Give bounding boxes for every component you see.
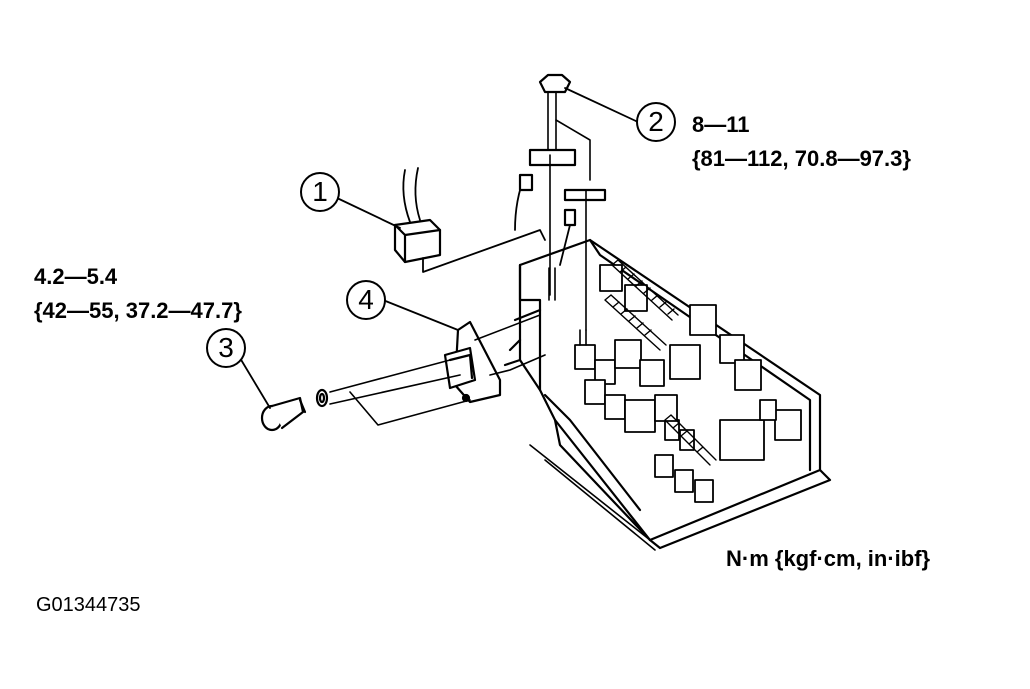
nut-torque-nm: 8—11	[692, 112, 750, 137]
units-legend: N·m {kgf·cm, in·ibf}	[726, 546, 931, 571]
nut-and-bracket	[514, 73, 607, 331]
callout-2: 2	[636, 102, 676, 142]
fuse-strips	[604, 259, 717, 466]
callout-4: 4	[346, 280, 386, 320]
leader-lines	[239, 87, 639, 409]
junction-block	[503, 238, 832, 551]
callout-3: 3	[206, 328, 246, 368]
connector	[393, 167, 546, 273]
figure-code: G01344735	[36, 594, 141, 616]
nut-torque-other-units: {81—112, 70.8—97.3}	[692, 146, 911, 171]
bolt-and-washer	[260, 359, 471, 432]
callout-1: 1	[300, 172, 340, 212]
bracket	[443, 314, 546, 404]
bolt-torque-nm: 4.2—5.4	[34, 264, 118, 289]
bolt-torque-other-units: {42—55, 37.2—47.7}	[34, 298, 242, 323]
relay-grid	[574, 264, 802, 503]
